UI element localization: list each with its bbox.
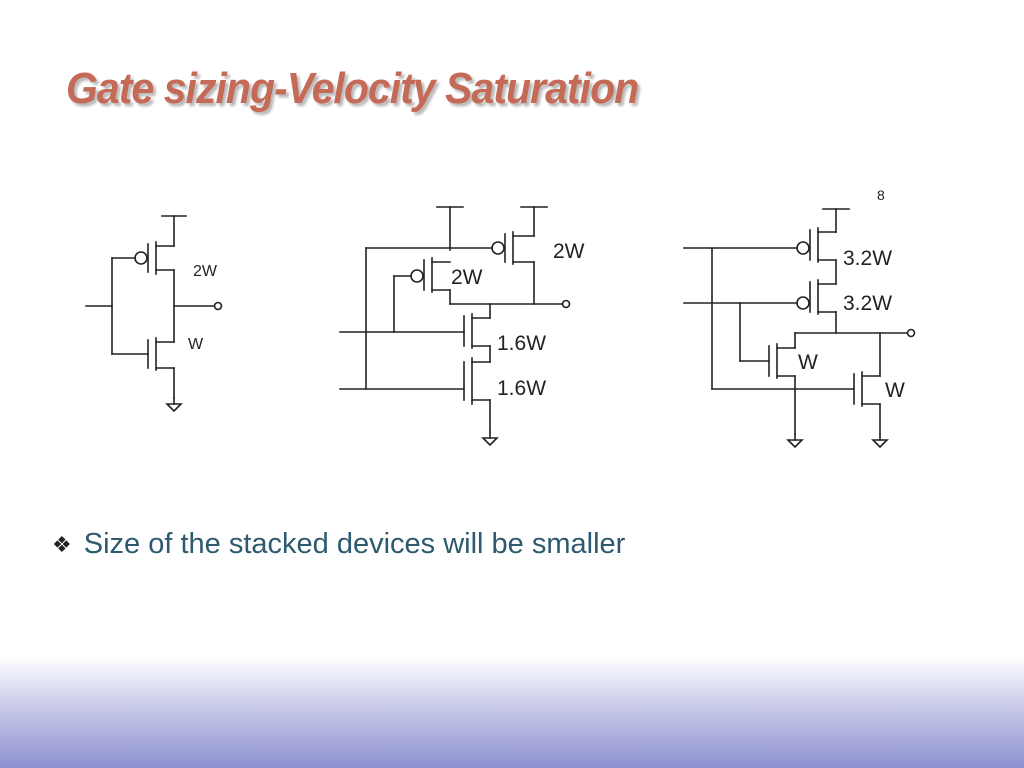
inverter-pmos-label: 2W: [193, 263, 218, 280]
nand2-pmos-left-label: 2W: [451, 266, 483, 289]
transistor-sizing-diagram: 2W W 2W 2W 1.6W 1.6W 3.2W 3.2W W W 8: [85, 187, 916, 449]
inverter-nmos-label: W: [188, 336, 204, 353]
nor2-circuit: [683, 208, 916, 449]
bullet-text: Size of the stacked devices will be smal…: [83, 528, 626, 560]
nand2-nmos-bottom-label: 1.6W: [497, 377, 546, 400]
nor2-pmos-bottom-label: 3.2W: [843, 292, 892, 315]
stray-mark: 8: [877, 187, 885, 203]
footer-gradient: [0, 656, 1024, 768]
nand2-circuit: [339, 206, 571, 447]
nor2-nmos-right-label: W: [885, 379, 905, 402]
nand2-pmos-right-label: 2W: [553, 240, 585, 263]
slide-title: Gate sizing-Velocity Saturation: [66, 64, 639, 113]
diamond-bullet-icon: ❖: [52, 531, 72, 557]
nor2-nmos-left-label: W: [798, 351, 818, 374]
nand2-nmos-top-label: 1.6W: [497, 332, 546, 355]
bullet-item: ❖ Size of the stacked devices will be sm…: [52, 528, 625, 561]
inverter-circuit: [85, 215, 223, 413]
nor2-pmos-top-label: 3.2W: [843, 247, 892, 270]
